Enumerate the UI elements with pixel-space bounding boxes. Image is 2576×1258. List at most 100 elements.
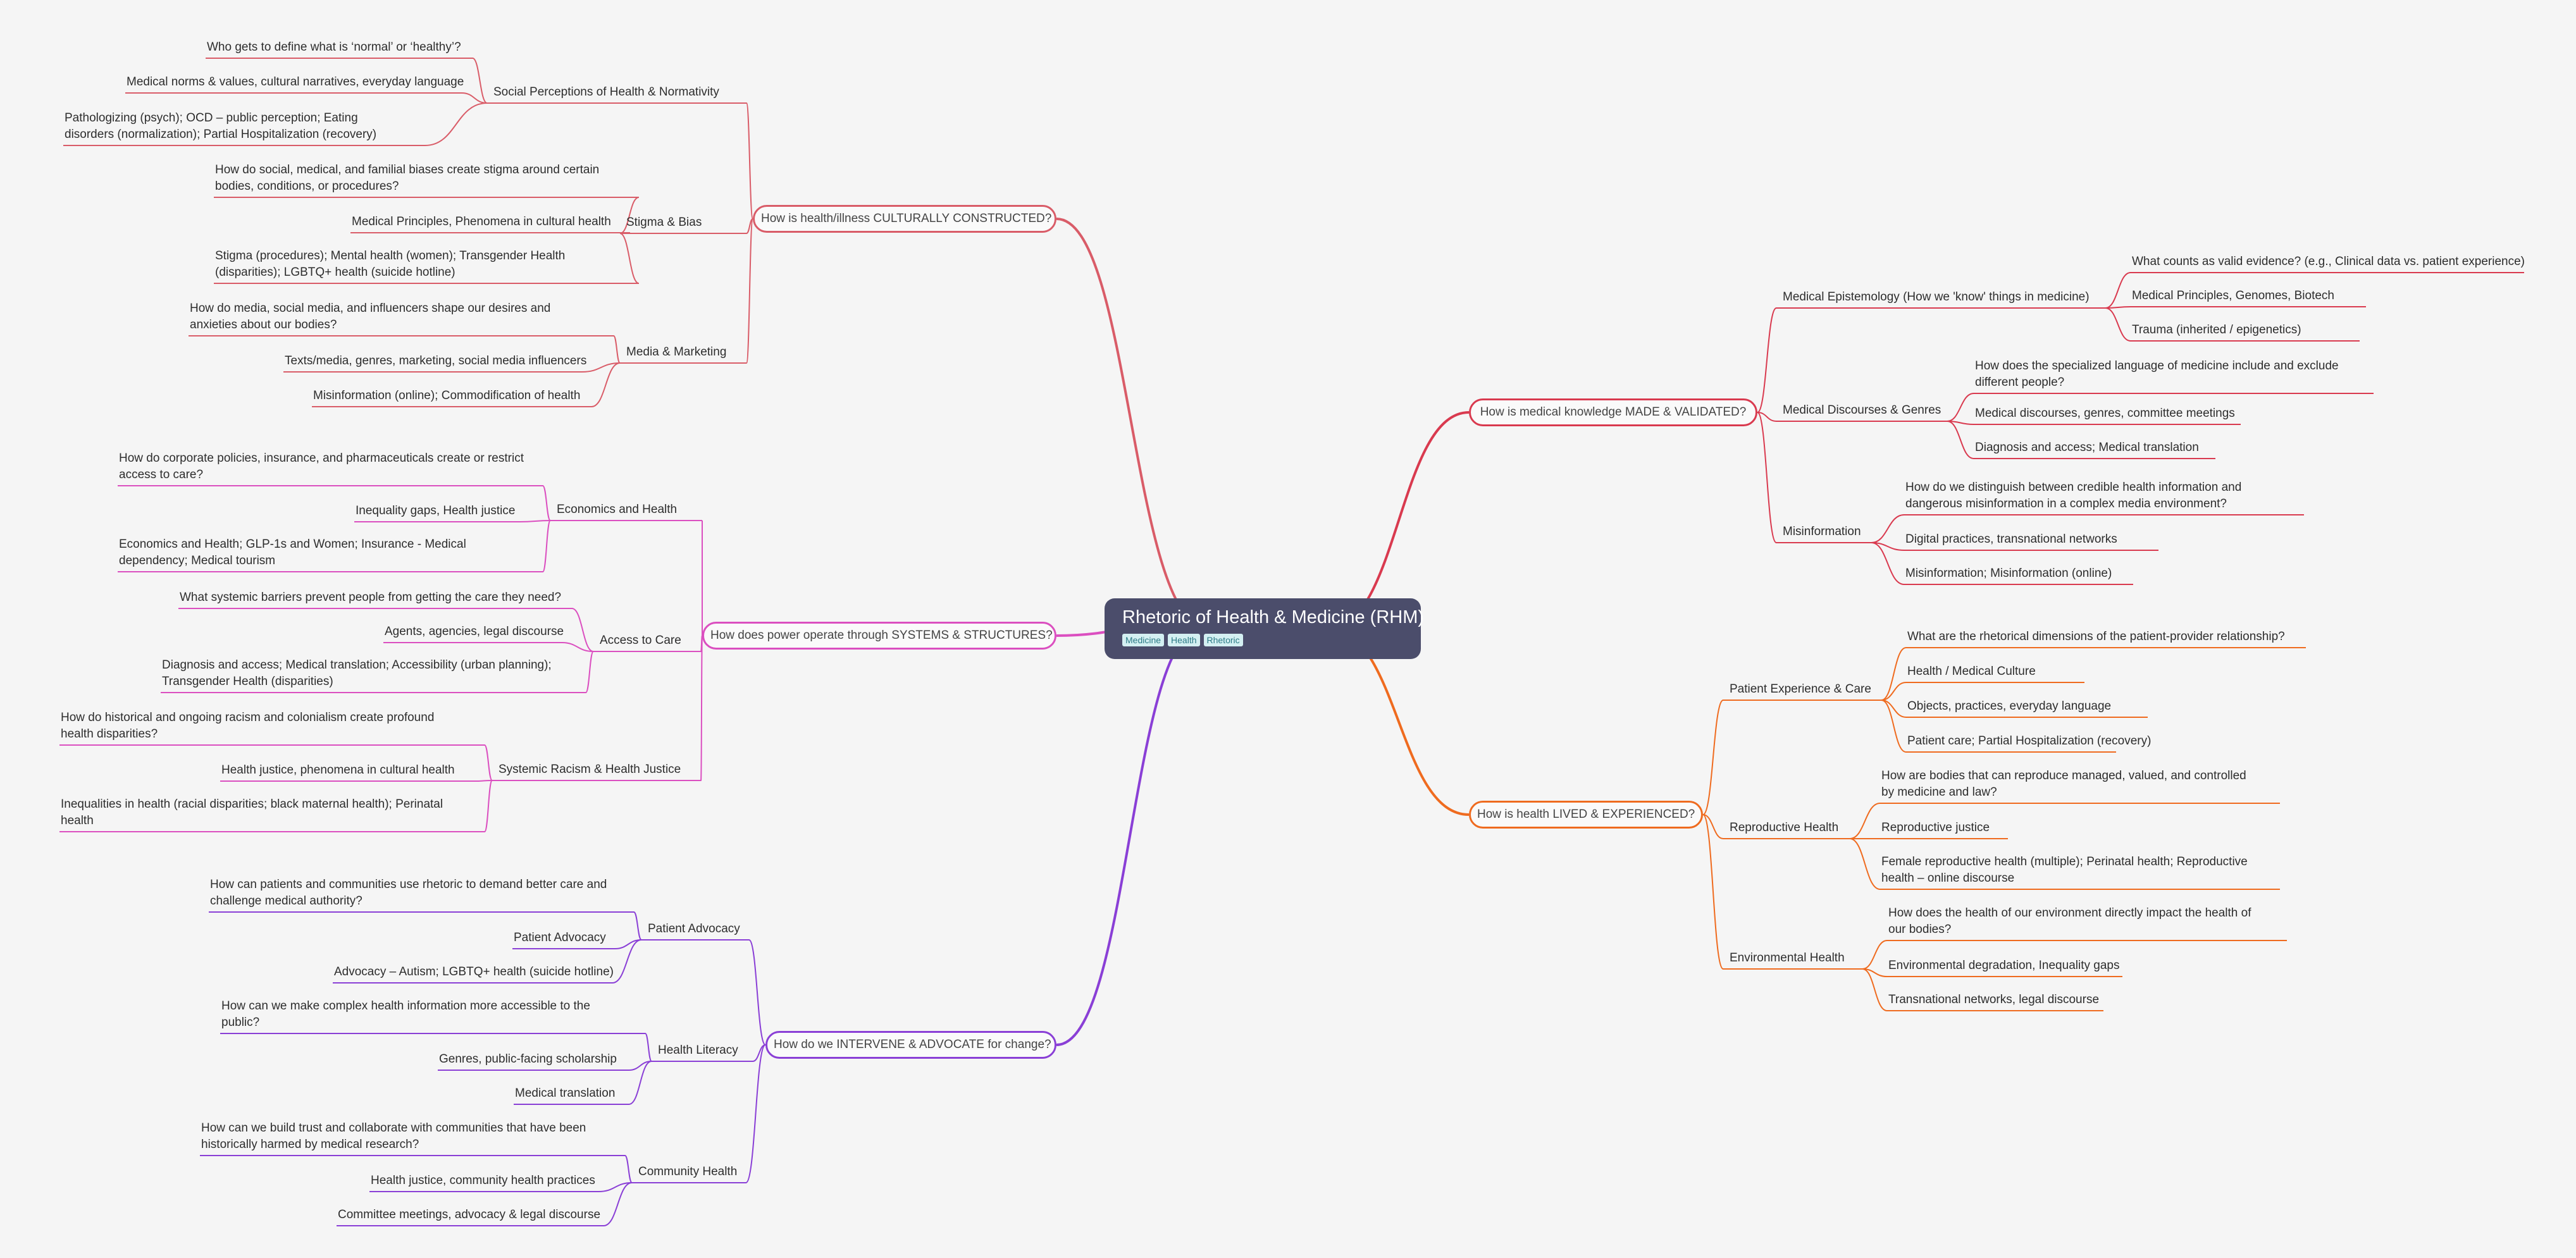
leaf-label[interactable]: Genres, public-facing scholarship [439, 1052, 617, 1066]
branch-topic-knowledge-made-validated[interactable]: How is medical knowledge MADE & VALIDATE… [1469, 398, 1757, 426]
leaf-label[interactable]: How can we make complex health informati… [221, 999, 590, 1029]
leaf-label[interactable]: How can we build trust and collaborate w… [201, 1121, 586, 1151]
connector-subtopic-leaf [1947, 393, 1974, 422]
leaf-label[interactable]: How can patients and communities use rhe… [210, 878, 607, 908]
root-tags: Medicine Health Rhetoric [1122, 634, 1403, 646]
connector-branch-subtopic [1702, 814, 1724, 970]
connector-subtopic-leaf [581, 362, 621, 373]
leaf-label[interactable]: How do historical and ongoing racism and… [61, 711, 435, 741]
leaf-label[interactable]: How are bodies that can reproduce manage… [1881, 769, 2246, 799]
tag-health[interactable]: Health [1168, 634, 1200, 646]
leaf-label[interactable]: Digital practices, transnational network… [1905, 533, 2117, 546]
leaf-label[interactable]: Inequalities in health (racial dispariti… [61, 798, 443, 827]
leaf-label[interactable]: How do media, social media, and influenc… [190, 302, 551, 331]
connector-subtopic-leaf [598, 1182, 633, 1192]
leaf-label[interactable]: Medical norms & values, cultural narrati… [127, 75, 464, 89]
leaf-label[interactable]: Medical Principles, Phenomena in cultura… [352, 215, 611, 228]
leaf-label[interactable]: What counts as valid evidence? (e.g., Cl… [2132, 255, 2525, 268]
branch-topic-lived-experienced[interactable]: How is health LIVED & EXPERIENCED? [1469, 801, 1703, 829]
leaf-label[interactable]: Economics and Health; GLP-1s and Women; … [119, 538, 466, 567]
leaf-label[interactable]: Female reproductive health (multiple); P… [1881, 855, 2248, 885]
subtopic-label[interactable]: Environmental Health [1730, 951, 1845, 965]
connector-subtopic-leaf [612, 939, 642, 984]
leaf-label[interactable]: Stigma (procedures); Mental health (wome… [215, 249, 566, 279]
tag-rhetoric[interactable]: Rhetoric [1203, 634, 1243, 646]
subtopic-label[interactable]: Systemic Racism & Health Justice [498, 763, 681, 776]
leaf-label[interactable]: Medical translation [515, 1087, 616, 1100]
leaf-label[interactable]: Texts/media, genres, marketing, social m… [285, 354, 587, 367]
connector-branch-subtopic [746, 218, 753, 364]
leaf-label[interactable]: Patient care; Partial Hospitalization (r… [1907, 734, 2152, 748]
subtopic-label[interactable]: Patient Experience & Care [1730, 682, 1871, 696]
leaf-label[interactable]: Reproductive justice [1881, 821, 1990, 834]
subtopic-label[interactable]: Stigma & Bias [626, 216, 702, 229]
subtopic-label[interactable]: Media & Marketing [626, 345, 727, 359]
leaf-label[interactable]: What systemic barriers prevent people fr… [180, 591, 562, 604]
leaf-label[interactable]: How do social, medical, and familial bia… [215, 163, 600, 193]
subtopic-label[interactable]: Access to Care [600, 634, 681, 647]
connector-subtopic-leaf [585, 651, 594, 693]
leaf-label[interactable]: Who gets to define what is ‘normal’ or ‘… [207, 40, 461, 54]
leaf-label[interactable]: Inequality gaps, Health justice [356, 504, 516, 517]
tag-medicine[interactable]: Medicine [1122, 634, 1165, 646]
leaf-label[interactable]: Medical Principles, Genomes, Biotech [2132, 289, 2334, 302]
connector-branch-subtopic [1757, 307, 1777, 413]
leaf-label[interactable]: Diagnosis and access; Medical translatio… [162, 658, 552, 688]
leaf-label[interactable]: Medical discourses, genres, committee me… [1975, 407, 2235, 420]
leaf-label[interactable]: Environmental degradation, Inequality ga… [1888, 959, 2120, 972]
connector-root-branch [1328, 411, 1470, 630]
root-topic[interactable]: Rhetoric of Health & Medicine (RHM) Medi… [1105, 598, 1425, 659]
leaf-label[interactable]: Trauma (inherited / epigenetics) [2132, 323, 2301, 336]
connector-subtopic-leaf [519, 520, 551, 522]
leaf-label[interactable]: How does the specialized language of med… [1975, 359, 2339, 389]
connector-subtopic-leaf [1849, 803, 1881, 839]
leaf-label[interactable]: Misinformation; Misinformation (online) [1905, 567, 2112, 580]
connector-subtopic-leaf [1947, 421, 1974, 459]
connector-subtopic-leaf [1871, 514, 1905, 543]
connector-subtopic-leaf [603, 1182, 633, 1226]
subtopic-label[interactable]: Medical Discourses & Genres [1783, 404, 1941, 417]
branch-topic-intervene-advocate[interactable]: How do we INTERVENE & ADVOCATE for chang… [765, 1031, 1056, 1059]
connector-subtopic-leaf [1881, 700, 1907, 753]
leaf-label[interactable]: Committee meetings, advocacy & legal dis… [338, 1208, 601, 1221]
leaf-label[interactable]: Objects, practices, everyday language [1907, 700, 2112, 713]
leaf-label[interactable]: Agents, agencies, legal discourse [385, 625, 564, 638]
subtopic-label[interactable]: Health Literacy [658, 1044, 738, 1057]
leaf-label[interactable]: Diagnosis and access; Medical translatio… [1975, 441, 2199, 454]
connector-subtopic-leaf [1849, 838, 1881, 890]
connector-branch-subtopic [748, 939, 766, 1045]
subtopic-label[interactable]: Medical Epistemology (How we 'know' thin… [1783, 290, 2090, 304]
leaf-label[interactable]: Patient Advocacy [514, 931, 606, 944]
connector-branch-subtopic [1702, 814, 1724, 839]
leaf-label[interactable]: What are the rhetorical dimensions of th… [1907, 630, 2285, 643]
branch-topic-systems-structures[interactable]: How does power operate through SYSTEMS &… [702, 622, 1056, 650]
connector-subtopic-leaf [2105, 272, 2131, 309]
leaf-label[interactable]: Transnational networks, legal discourse [1888, 993, 2100, 1006]
subtopic-label[interactable]: Misinformation [1783, 525, 1861, 538]
subtopic-label[interactable]: Economics and Health [557, 503, 678, 516]
leaf-label[interactable]: Advocacy – Autism; LGBTQ+ health (suicid… [334, 965, 614, 978]
connector-branch-subtopic [746, 218, 753, 234]
subtopic-label[interactable]: Reproductive Health [1730, 821, 1839, 834]
subtopic-label[interactable]: Social Perceptions of Health & Normativi… [493, 85, 719, 99]
leaf-label[interactable]: Misinformation (online); Commodification… [313, 389, 581, 402]
connector-subtopic-leaf [645, 1033, 652, 1062]
leaf-label[interactable]: How do corporate policies, insurance, an… [119, 452, 524, 481]
subtopic-label[interactable]: Patient Advocacy [648, 922, 740, 935]
leaf-label[interactable]: Health justice, community health practic… [371, 1174, 595, 1187]
root-title: Rhetoric of Health & Medicine (RHM) [1122, 607, 1425, 627]
connector-subtopic-leaf [1862, 968, 1888, 1011]
leaf-label[interactable]: How do we distinguish between credible h… [1905, 481, 2242, 510]
connector-subtopic-leaf [424, 102, 488, 146]
leaf-label[interactable]: How does the health of our environment d… [1888, 906, 2251, 936]
connector-subtopic-leaf [542, 485, 551, 521]
connector-subtopic-leaf [561, 642, 594, 652]
subtopic-label[interactable]: Community Health [638, 1165, 738, 1178]
connector-subtopic-leaf [613, 335, 621, 364]
connector-subtopic-leaf [624, 1155, 633, 1183]
leaf-label[interactable]: Health justice, phenomena in cultural he… [221, 763, 455, 777]
branch-topic-culturally-constructed[interactable]: How is health/illness CULTURALLY CONSTRU… [753, 205, 1056, 233]
leaf-label[interactable]: Health / Medical Culture [1907, 665, 2036, 678]
leaf-label[interactable]: Pathologizing (psych); OCD – public perc… [65, 111, 377, 141]
